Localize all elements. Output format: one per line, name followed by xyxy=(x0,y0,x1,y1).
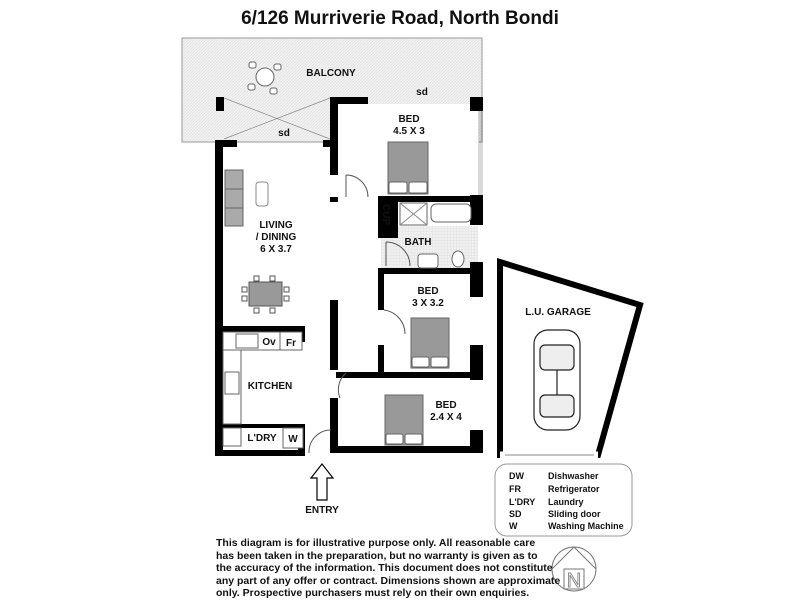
legend-desc: Sliding door xyxy=(548,509,601,519)
cupboard-label: CUP xyxy=(380,204,391,225)
disclaimer-line: This diagram is for illustrative purpose… xyxy=(216,537,536,549)
coffee-table-icon xyxy=(255,181,269,207)
bed1-label: BED xyxy=(398,114,419,125)
sliding-door-label: sd xyxy=(416,87,428,98)
car-icon xyxy=(533,329,581,431)
living-size: 6 X 3.7 xyxy=(260,244,292,255)
living-label: LIVING xyxy=(259,220,293,231)
page-title: 6/126 Murriverie Road, North Bondi xyxy=(241,8,559,29)
legend-abbr: L'DRY xyxy=(509,497,535,507)
disclaimer-line: any part of any offer or contract. Dimen… xyxy=(216,574,561,587)
legend-desc: Refrigerator xyxy=(548,484,600,494)
legend-desc: Dishwasher xyxy=(548,471,599,481)
legend-abbr: FR xyxy=(509,484,521,494)
bed2-size: 3 X 3.2 xyxy=(412,298,444,309)
legend-abbr: DW xyxy=(509,471,524,481)
bed-icon xyxy=(384,394,424,446)
toilet-icon xyxy=(451,250,465,268)
disclaimer-line: has been taken in the preparation, but n… xyxy=(216,549,538,562)
legend-desc: Laundry xyxy=(548,497,584,507)
disclaimer: This diagram is for illustrative purpose… xyxy=(216,537,596,600)
legend-abbr: W xyxy=(509,521,518,531)
walls xyxy=(215,97,483,456)
washing-machine-label: W xyxy=(288,434,298,445)
bed3-label: BED xyxy=(435,400,456,411)
outdoor-table-icon xyxy=(247,61,282,95)
dining-label: / DINING xyxy=(256,232,297,243)
north-arrow-icon: N xyxy=(551,546,597,592)
disclaimer-line: only. Prospective purchasers must rely o… xyxy=(216,587,530,600)
fridge-label: Fr xyxy=(286,338,296,349)
dining-table-icon xyxy=(241,275,290,314)
north-label: N xyxy=(567,570,581,592)
sliding-door-label: sd xyxy=(278,128,290,139)
bed1-size: 4.5 X 3 xyxy=(393,126,425,137)
bed-icon xyxy=(387,141,429,195)
legend-desc: Washing Machine xyxy=(548,521,624,531)
laundry-label: L'DRY xyxy=(247,433,277,444)
garage-label: L.U. GARAGE xyxy=(525,307,591,318)
basin-icon xyxy=(417,253,439,269)
bath-label: BATH xyxy=(404,237,431,248)
kitchen-appliances xyxy=(222,331,304,449)
bed-icon xyxy=(410,317,450,369)
bed3-size: 2.4 X 4 xyxy=(430,412,462,423)
disclaimer-line: the accuracy of the information. This do… xyxy=(216,562,553,575)
oven-label: Ov xyxy=(262,337,276,348)
sofa-icon xyxy=(224,169,244,227)
kitchen-label: KITCHEN xyxy=(248,381,292,392)
shower-icon xyxy=(399,202,428,226)
bed2-label: BED xyxy=(417,286,438,297)
cooktop-icon xyxy=(235,333,259,349)
doors xyxy=(308,174,411,454)
balcony-label: BALCONY xyxy=(306,68,356,79)
legend: DW Dishwasher FR Refrigerator L'DRY Laun… xyxy=(494,463,633,537)
legend-abbr: SD xyxy=(509,509,522,519)
entry-arrow-icon xyxy=(309,463,335,501)
entry-label: ENTRY xyxy=(305,505,339,516)
bathtub-icon xyxy=(430,203,472,223)
sink-icon xyxy=(224,371,240,395)
